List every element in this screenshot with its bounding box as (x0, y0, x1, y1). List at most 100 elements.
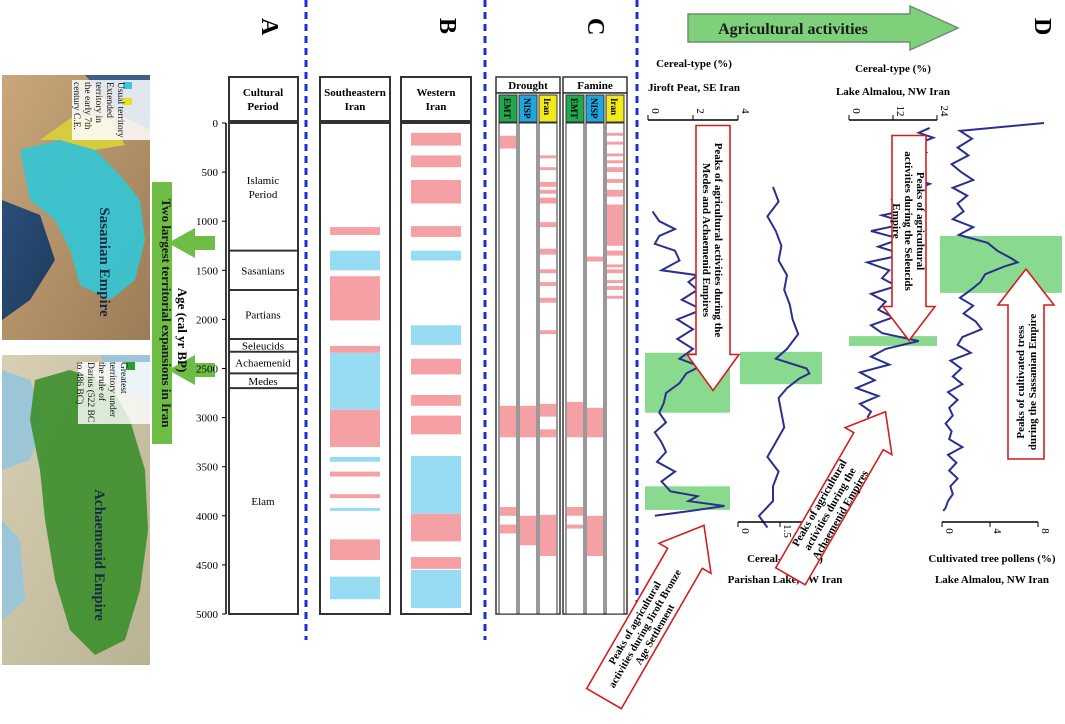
pollen-tick-label: 0 (943, 528, 955, 534)
event-col-track (498, 122, 518, 615)
event-col-header (605, 94, 625, 123)
legend-text-0: territory under (107, 362, 117, 418)
event-interval (607, 280, 623, 284)
event-group-header: Famine (577, 80, 613, 92)
callout-text: Medes and Achaemenid Empires (700, 163, 712, 318)
callout-text: Empire (890, 203, 902, 238)
callout-0: Peaks of agricultural activities during … (685, 124, 741, 392)
legend-text-0: Usual territory (115, 82, 125, 138)
wet-interval (330, 576, 380, 600)
event-interval (587, 256, 603, 262)
event-interval (540, 330, 556, 335)
age-tick-label: 500 (202, 167, 219, 179)
event-interval (540, 248, 556, 255)
event-interval (587, 515, 603, 557)
climate-header-box (400, 76, 472, 122)
age-tick-label: 4000 (196, 511, 219, 523)
legend-text-0: to 486 BC) (74, 362, 85, 404)
pollen-curve-parishan (757, 186, 811, 529)
event-col-label: EMT (569, 98, 579, 119)
callout-shape (881, 134, 937, 342)
age-tick-label: 0 (213, 118, 219, 130)
pollen-highlight (940, 235, 1062, 293)
event-interval (607, 178, 623, 183)
event-col-header (498, 94, 518, 123)
age-tick-label: 3500 (196, 462, 219, 474)
arrow-to-achaemenid (168, 355, 215, 385)
climate-header-line: Iran (345, 101, 366, 113)
usual-territory-area (20, 140, 145, 300)
event-interval (607, 295, 623, 299)
event-interval (500, 524, 516, 534)
event-interval (540, 403, 556, 417)
pollen-tick-label: 0 (739, 528, 751, 534)
age-tick-label: 3000 (196, 413, 219, 425)
event-col-header (518, 94, 538, 123)
callout-shape (585, 524, 713, 710)
pollen-site: Parishan Lake, SW Iran (728, 574, 843, 586)
event-interval (607, 204, 623, 246)
legend-text-0: Greatest (118, 362, 128, 394)
panel-letter-a: A (256, 18, 282, 36)
expansion-band-label: Two largest territorial expansions in Ir… (159, 198, 174, 428)
event-interval (607, 286, 623, 290)
wet-interval (330, 456, 380, 462)
age-tick-label: 1500 (196, 265, 219, 277)
achaemenid-empire-label: Achaemenid Empire (91, 489, 107, 621)
callout-text: activities during the Seleucids (902, 151, 914, 291)
event-interval (540, 297, 556, 303)
event-group-header: Drought (508, 80, 548, 92)
callout-shape (774, 410, 893, 586)
event-col-label: Iran (542, 98, 552, 115)
event-interval (500, 405, 516, 438)
legend-text-0: the rule of (96, 362, 107, 402)
dry-interval (330, 227, 380, 235)
legend-text-1: territory in (93, 82, 103, 123)
event-col-header (538, 94, 558, 123)
wet-interval (411, 325, 461, 345)
cultural-period-column: CulturalPeriodIslamicPeriodSasaniansPart… (228, 76, 299, 615)
event-col-track (585, 122, 605, 615)
age-tick-label: 2000 (196, 314, 219, 326)
event-interval (500, 506, 516, 516)
period-label: Period (249, 189, 278, 201)
callouts: Peaks of agricultural activities during … (585, 124, 1056, 710)
event-interval (520, 515, 536, 546)
usual-territory-swatch (123, 82, 132, 89)
extended-territory-swatch (123, 98, 132, 105)
panel-letter-c: C (582, 18, 608, 35)
callout-text: Peaks of cultivated tress (1015, 325, 1027, 439)
age-axis: 0500100015002000250030003500400045005000… (175, 118, 227, 621)
dry-interval (330, 494, 380, 499)
pollen-tick-label: 4 (991, 528, 1003, 534)
pollen-site: Lake Almalou, NW Iran (935, 574, 1049, 586)
event-interval (540, 269, 556, 274)
pollen-tick-label: 4 (739, 108, 751, 114)
pollen-tick-label: 8 (1039, 528, 1051, 534)
period-label: Seleucids (242, 340, 284, 352)
legend-text-1: the early 7th (82, 82, 92, 130)
expansion-band: Two largest territorial expansions in Ir… (152, 182, 215, 444)
cultural-header-line: Cultural (243, 87, 283, 99)
event-col-label: Iran (609, 98, 619, 115)
wet-interval (330, 352, 380, 410)
callout-text: during the Sassanian Empire (1027, 314, 1039, 451)
event-col-track (565, 122, 585, 615)
wet-interval (411, 569, 461, 609)
dry-interval (411, 226, 461, 237)
pollen-tick-label: 2 (694, 108, 706, 114)
pollen-title: Cereal-type (%) (855, 63, 931, 75)
pollen-tick-label: 0 (850, 108, 862, 114)
darius-territory-swatch (126, 362, 135, 370)
dry-interval (330, 539, 380, 560)
pollen-highlight (740, 351, 822, 385)
pollen-site: Jiroft Peat, SE Iran (648, 82, 740, 94)
pollen-site: Lake Almalou, NW Iran (836, 86, 950, 98)
